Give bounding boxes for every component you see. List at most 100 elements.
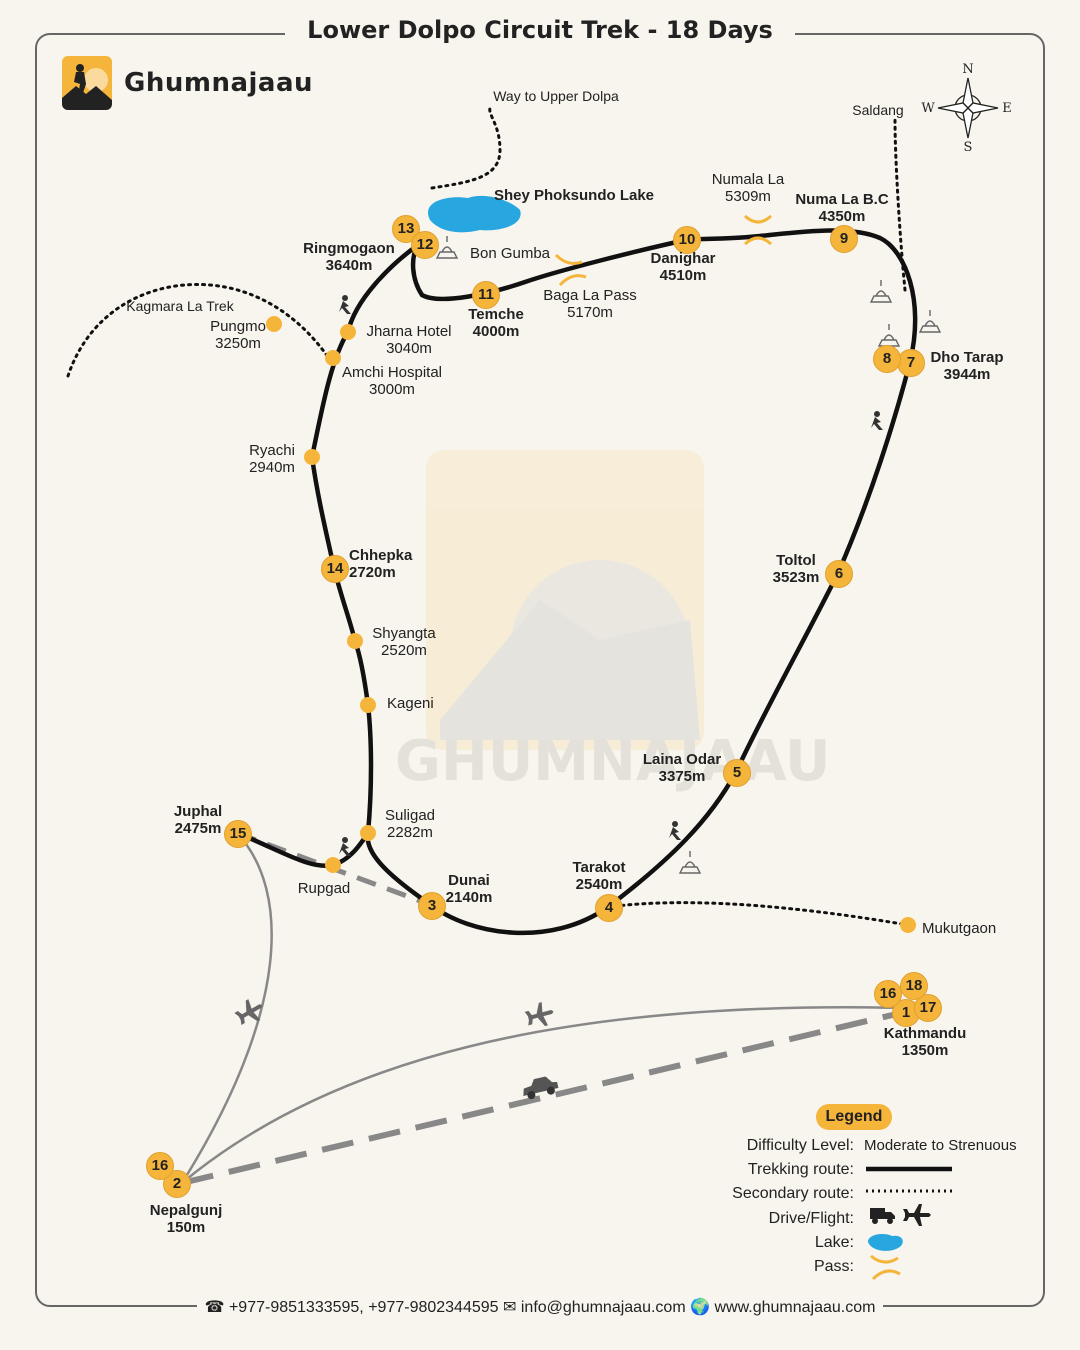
- legend-difficulty-value: Moderate to Strenuous: [864, 1137, 1017, 1154]
- footer-phone[interactable]: +977-9851333595, +977-9802344595: [228, 1299, 499, 1316]
- flight-juphal-nepalgunj: [180, 832, 273, 1184]
- stop-marker-8: 8: [873, 345, 901, 373]
- stop-marker-12: 12: [411, 231, 439, 259]
- stop-marker-7: 7: [897, 349, 925, 377]
- stop-marker-6: 6: [825, 560, 853, 588]
- legend-title: Legend: [816, 1104, 892, 1130]
- flight-nepalgunj-kathmandu: [181, 1006, 906, 1184]
- saldang-route: [893, 118, 907, 292]
- minor-stop-jharna-hotel: [340, 324, 356, 340]
- email-icon: ✉: [503, 1299, 517, 1316]
- legend-truck-icon: [870, 1208, 895, 1224]
- stop-marker-10: 10: [673, 226, 701, 254]
- stop-marker-9: 9: [830, 225, 858, 253]
- compass-w: W: [921, 101, 935, 116]
- upper-dolpo-label: Way to Upper Dolpa: [493, 88, 619, 104]
- bon-gumba-label: Bon Gumba: [469, 245, 551, 262]
- legend-pass-label: Pass:: [813, 1258, 854, 1275]
- minor-label-mukutgaon: Mukutgaon: [922, 920, 997, 937]
- stop-marker-16-ktm: 16: [874, 980, 902, 1008]
- phone-icon: ☎: [204, 1299, 225, 1316]
- legend-difficulty-label: Difficulty Level:: [746, 1137, 854, 1154]
- footer-email[interactable]: info@ghumnajaau.com: [520, 1299, 686, 1316]
- pass-numala: [743, 214, 773, 246]
- drive-nepalgunj-kathmandu: [181, 1009, 906, 1186]
- upper-dolpo-route: [430, 106, 502, 190]
- minor-label-kageni: Kageni: [387, 695, 434, 712]
- brand-name: Ghumnajaau: [124, 68, 314, 98]
- stop-marker-18: 18: [900, 972, 928, 1000]
- stop-marker-16-npj: 16: [146, 1152, 174, 1180]
- minor-stop-kageni: [360, 697, 376, 713]
- stop-marker-14: 14: [321, 555, 349, 583]
- kagmara-label: Kagmara La Trek: [126, 298, 234, 314]
- minor-stop-rupgad: [325, 857, 341, 873]
- legend-drive-flight-label: Drive/Flight:: [768, 1210, 854, 1227]
- minor-stop-pungmo: [266, 316, 282, 332]
- minor-stop-ryachi: [304, 449, 320, 465]
- watermark: GHUMNAJAAU: [395, 450, 831, 794]
- logo-hiker-icon: [62, 56, 112, 110]
- map-title: Lower Dolpo Circuit Trek - 18 Days: [0, 16, 1080, 44]
- compass-icon: [937, 77, 999, 139]
- legend-secondary-label: Secondary route:: [732, 1185, 854, 1202]
- mukutgaon-route: [606, 901, 910, 927]
- compass-s: S: [963, 140, 973, 155]
- globe-icon: 🌍: [690, 1299, 711, 1316]
- svg-text:GHUMNAJAAU: GHUMNAJAAU: [395, 729, 831, 794]
- legend-pass-icon: [870, 1254, 901, 1281]
- legend-trekking-label: Trekking route:: [747, 1161, 854, 1178]
- legend-lake-label: Lake:: [814, 1234, 854, 1251]
- stop-marker-5: 5: [723, 759, 751, 787]
- stop-marker-3: 3: [418, 892, 446, 920]
- brand-logo: Ghumnajaau: [62, 56, 313, 110]
- compass-e: E: [1002, 101, 1012, 116]
- pass-baga: [554, 253, 587, 287]
- minor-stop-mukutgaon: [900, 917, 916, 933]
- minor-stop-amchi-hospital: [325, 350, 341, 366]
- legend-lake-icon: [868, 1234, 903, 1251]
- stop-marker-11: 11: [472, 281, 500, 309]
- lake-shape: [428, 195, 521, 233]
- kagmara-route: [66, 282, 332, 378]
- stupa-icons: [435, 236, 942, 874]
- legend-plane-icon: [903, 1204, 931, 1226]
- contact-footer: ☎ +977-9851333595, +977-9802344595 ✉ inf…: [0, 1297, 1080, 1317]
- minor-stop-suligad: [360, 825, 376, 841]
- plane-icon: [524, 1002, 554, 1027]
- hiker-icons: [339, 295, 883, 856]
- car-icon: [523, 1076, 559, 1100]
- footer-website[interactable]: www.ghumnajaau.com: [714, 1299, 876, 1316]
- minor-label-rupgad: Rupgad: [297, 880, 351, 897]
- plane-icon: [234, 999, 263, 1026]
- saldang-label: Saldang: [852, 102, 904, 118]
- stop-marker-15: 15: [224, 820, 252, 848]
- stop-marker-4: 4: [595, 894, 623, 922]
- lake-label: Shey Phoksundo Lake: [493, 187, 655, 204]
- compass-n: N: [962, 62, 974, 77]
- minor-stop-shyangta: [347, 633, 363, 649]
